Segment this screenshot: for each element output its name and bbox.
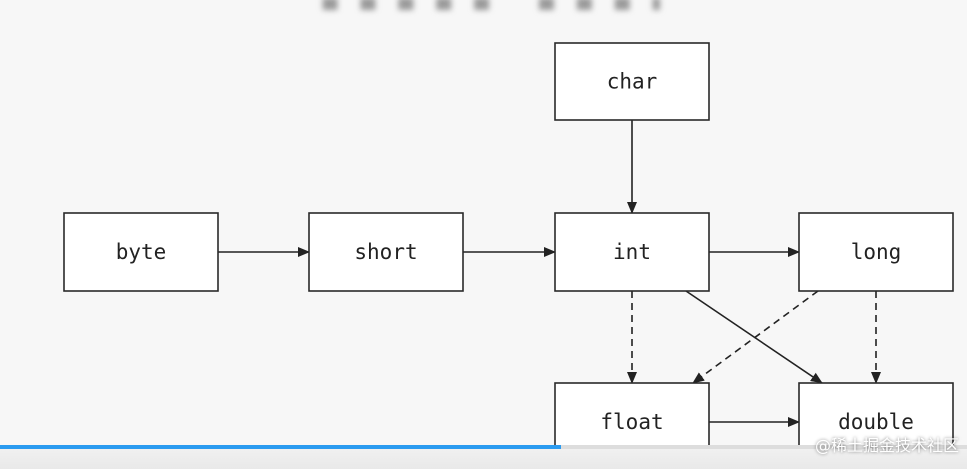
node-label-double: double [838, 410, 914, 434]
node-box-int [554, 212, 710, 292]
video-progress-fill [0, 445, 561, 449]
node-box-short [308, 212, 464, 292]
watermark: @稀土掘金技术社区 [814, 436, 959, 455]
edge-long-to-float [692, 290, 819, 384]
blurred-title: ▪ ▪ ▪ ▪ ▪ ▪ ▪ ▪ ▪ ▪ [320, 0, 660, 10]
node-int: int [554, 212, 710, 292]
node-box-long [798, 212, 954, 292]
node-label-byte: byte [116, 240, 167, 264]
node-label-long: long [851, 240, 902, 264]
node-label-float: float [600, 410, 663, 434]
node-label-short: short [354, 240, 417, 264]
node-short: short [308, 212, 464, 292]
node-char: char [554, 42, 710, 121]
edges [218, 120, 881, 427]
node-box-char [554, 42, 710, 121]
bottom-fade [0, 449, 967, 469]
node-label-char: char [607, 70, 658, 94]
node-byte: byte [63, 212, 219, 292]
node-box-byte [63, 212, 219, 292]
node-long: long [798, 212, 954, 292]
node-label-int: int [613, 240, 651, 264]
edge-int-to-double [685, 290, 823, 384]
video-progress-bar[interactable] [0, 445, 967, 449]
